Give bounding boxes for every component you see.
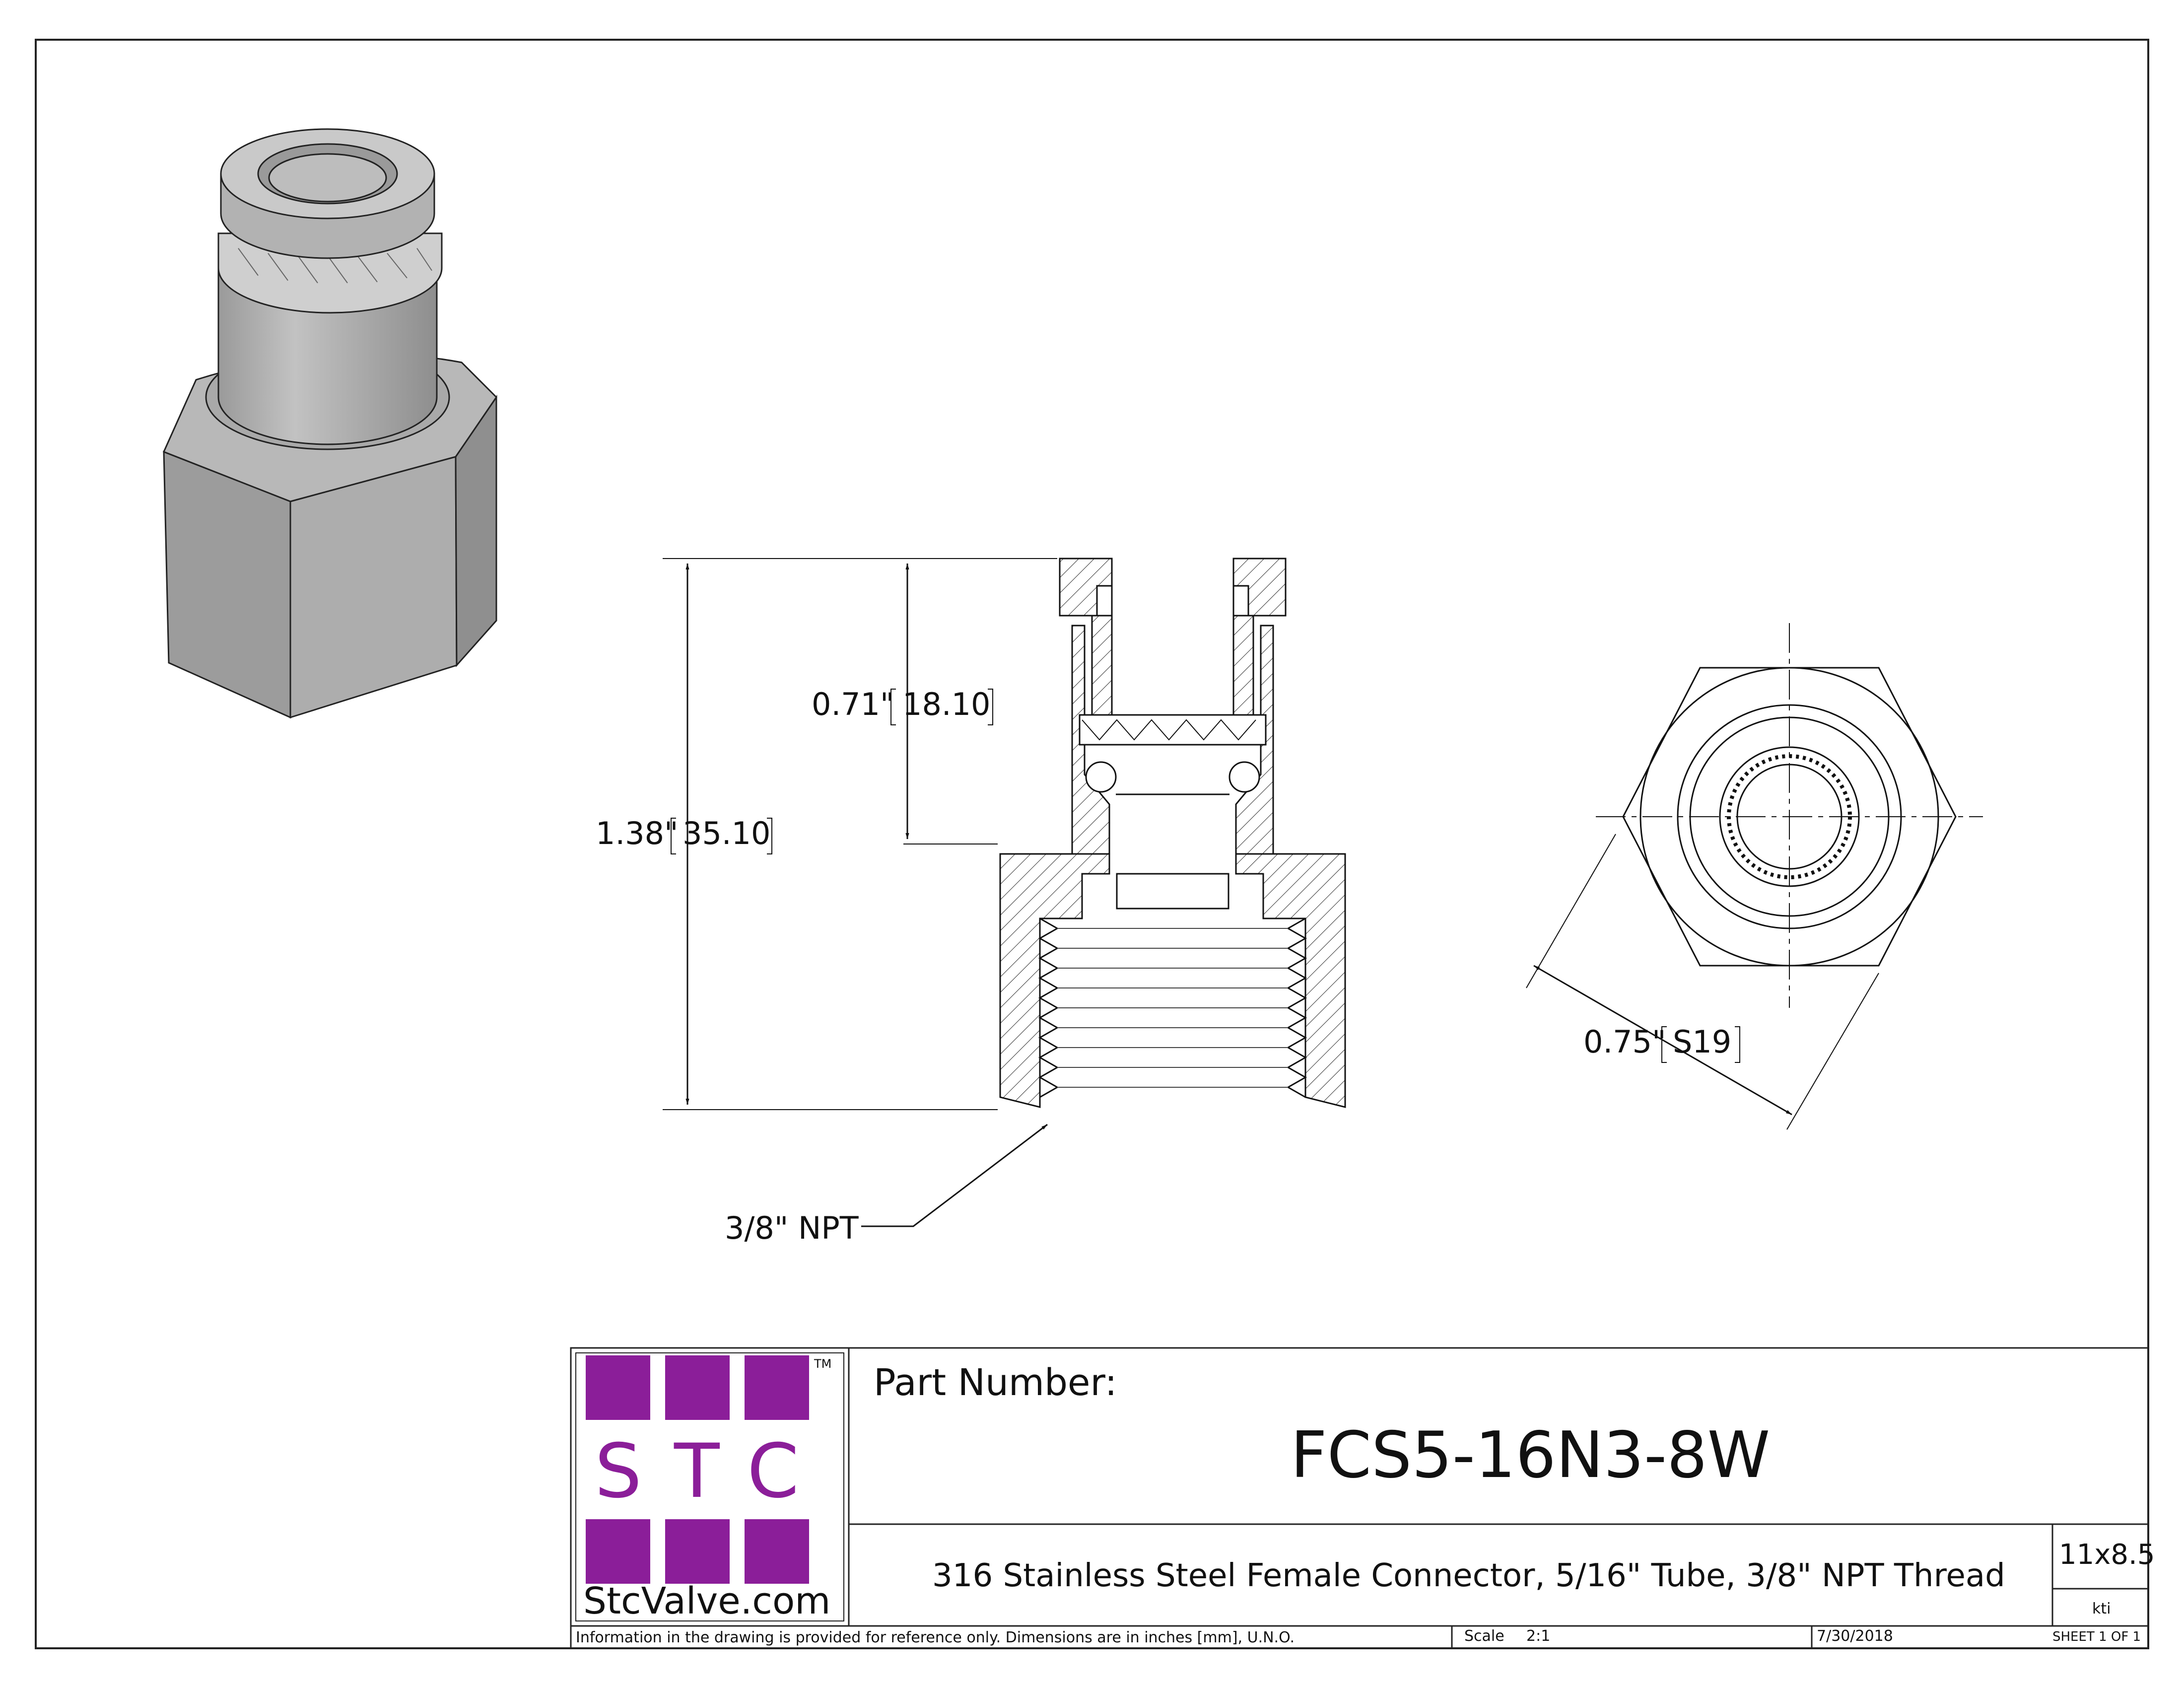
logo-square xyxy=(586,1355,650,1420)
hex-size-mm: S19 xyxy=(1673,1024,1731,1060)
title-block xyxy=(570,1347,2149,1649)
isometric-view xyxy=(162,128,497,719)
spring-lines xyxy=(238,248,432,283)
hex-size-inch: 0.75" xyxy=(1583,1024,1666,1060)
thread-callout: 3/8" NPT xyxy=(725,1210,859,1246)
part-description: 316 Stainless Steel Female Connector, 5/… xyxy=(932,1557,2005,1594)
drawn-by: kti xyxy=(2092,1600,2111,1618)
teeth-zigzag xyxy=(1082,719,1256,741)
sheet-number: SHEET 1 OF 1 xyxy=(2052,1629,2141,1644)
hex-dim-line xyxy=(1533,965,1792,1116)
tube-stop xyxy=(1116,873,1229,910)
spring-ring xyxy=(217,232,443,314)
stc-logo: TM S T C StcValve.com xyxy=(583,1355,831,1622)
logo-square xyxy=(745,1519,809,1584)
o-ring-right xyxy=(1228,761,1260,793)
hex-size-mm-brackets xyxy=(1661,1026,1740,1063)
logo-letter-t: T xyxy=(674,1428,729,1515)
npt-leader xyxy=(861,1124,1048,1227)
logo-square xyxy=(665,1355,730,1420)
upper-wall-right xyxy=(1235,625,1274,855)
thread-right xyxy=(1286,917,1307,1098)
website: StcValve.com xyxy=(583,1580,830,1622)
cap-left xyxy=(1059,558,1113,617)
scale-value: 2:1 xyxy=(1526,1627,1550,1645)
thread-crest-lines xyxy=(1057,928,1288,1088)
paper-size: 11x8.5 xyxy=(2059,1539,2155,1571)
hex-dimension xyxy=(1526,834,1879,1130)
overall-length-inch: 1.38" xyxy=(596,815,679,851)
drawing-date: 7/30/2018 xyxy=(1817,1627,1893,1645)
overall-length-mm: 35.10 xyxy=(682,815,771,851)
logo-square xyxy=(745,1355,809,1420)
collet-sleeve-left xyxy=(1091,615,1113,731)
disclaimer: Information in the drawing is provided f… xyxy=(576,1629,1295,1646)
overall-length-mm-brackets xyxy=(671,818,772,854)
collet-sleeve-right xyxy=(1232,615,1254,731)
logo-square xyxy=(586,1519,650,1584)
scale-label: Scale xyxy=(1464,1627,1504,1645)
thread-left xyxy=(1038,917,1059,1107)
hex-face-front xyxy=(289,456,458,719)
part-number-label: Part Number: xyxy=(874,1361,1117,1404)
collet-bore-inner xyxy=(268,153,387,203)
logo-letter-c: C xyxy=(747,1428,808,1515)
end-view xyxy=(1596,623,1983,1008)
section-view xyxy=(999,558,1346,1108)
o-ring-left xyxy=(1085,761,1117,793)
tube-depth-mm: 18.10 xyxy=(902,686,991,722)
logo-square xyxy=(665,1519,730,1584)
tube-depth-mm-brackets xyxy=(890,689,993,725)
logo-letter-s: S xyxy=(595,1428,651,1515)
tube-depth-inch: 0.71" xyxy=(812,686,894,722)
upper-wall-left xyxy=(1071,625,1110,855)
part-number: FCS5-16N3-8W xyxy=(1291,1418,1770,1492)
trademark-mark: TM xyxy=(814,1357,831,1371)
cap-right xyxy=(1232,558,1287,617)
section-dimensions xyxy=(663,558,1057,1227)
